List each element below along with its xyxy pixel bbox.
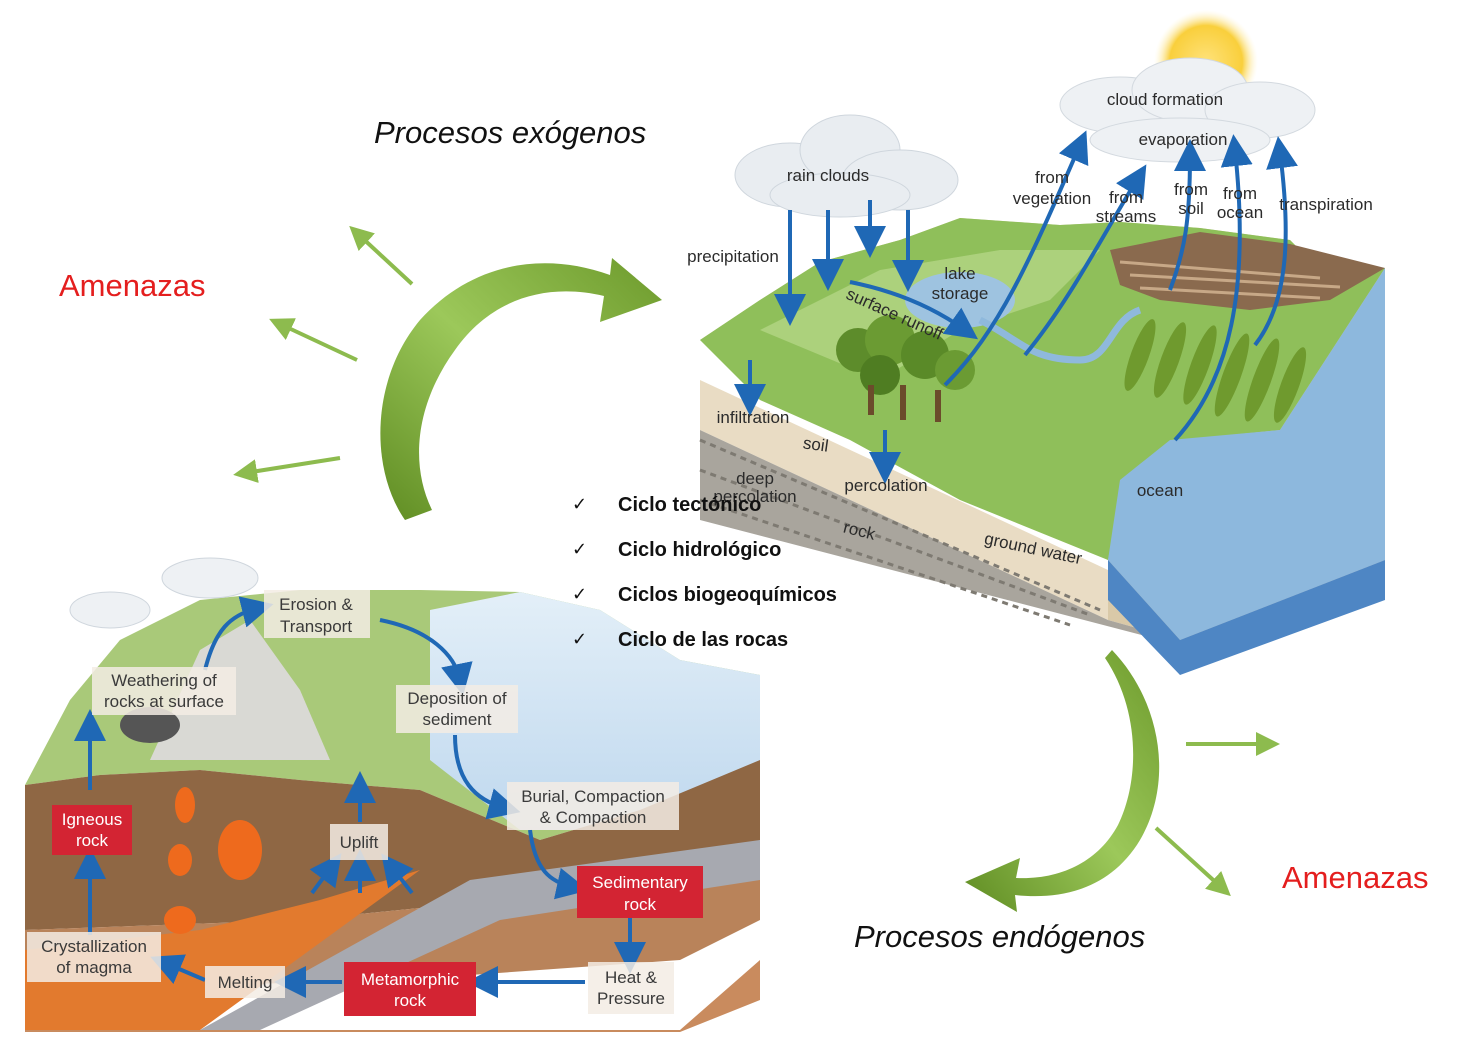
magma-chambers — [164, 787, 262, 934]
label-crystallization-2: of magma — [56, 958, 132, 977]
lake — [905, 272, 1015, 328]
label-deposition-2: sediment — [423, 710, 492, 729]
label-evaporation: evaporation — [1139, 130, 1228, 149]
label-deep-percolation-2: percolation — [713, 487, 796, 506]
label-metamorphic-1: Metamorphic — [361, 970, 460, 989]
label-igneous-2: rock — [76, 831, 109, 850]
label-heat-pressure-2: Pressure — [597, 989, 665, 1008]
label-burial-2: & Compaction — [540, 808, 647, 827]
threats-right: Amenazas — [1282, 860, 1429, 895]
threat-arrows-left — [233, 225, 414, 483]
label-precipitation: precipitation — [687, 247, 779, 266]
box-burial — [507, 782, 679, 830]
box-crystallization — [27, 932, 161, 982]
label-from-streams-2: streams — [1096, 207, 1156, 226]
ocean-front — [1108, 560, 1385, 675]
label-heat-pressure-1: Heat & — [605, 968, 658, 987]
checkmark-icon: ✓ — [572, 629, 588, 650]
label-percolation: percolation — [844, 476, 927, 495]
label-melting: Melting — [218, 973, 273, 992]
curved-arrow-exogenous — [380, 258, 662, 520]
threat-arrows-right — [1154, 732, 1280, 897]
label-from-ocean-2: ocean — [1217, 203, 1263, 222]
label-burial-1: Burial, Compaction — [521, 787, 665, 806]
checkmark-icon: ✓ — [572, 539, 588, 560]
label-soil: soil — [802, 433, 830, 455]
box-sedimentary — [577, 866, 703, 918]
label-deposition-1: Deposition of — [407, 689, 507, 708]
block-bottom — [25, 960, 760, 1032]
title-exogenous-processes: Procesos exógenos — [374, 115, 647, 150]
label-from-streams-1: from — [1109, 188, 1143, 207]
checkmark-icon: ✓ — [572, 584, 588, 605]
box-igneous — [52, 805, 132, 855]
threats-left: Amenazas — [59, 268, 206, 303]
box-melting — [205, 966, 285, 998]
rock-sea — [430, 592, 760, 830]
box-weathering — [92, 667, 236, 715]
label-deep-percolation-1: deep — [736, 469, 774, 488]
rock-clouds — [69, 557, 259, 629]
label-weathering-2: rocks at surface — [104, 692, 224, 711]
label-crystallization-1: Crystallization — [41, 937, 147, 956]
crop-rows — [1124, 319, 1307, 423]
label-weathering-1: Weathering of — [111, 671, 217, 690]
label-erosion-2: Transport — [280, 617, 352, 636]
label-from-soil-1: from — [1174, 180, 1208, 199]
label-igneous-1: Igneous — [62, 810, 123, 829]
label-ocean: ocean — [1137, 481, 1183, 500]
checklist-label: Ciclo hidrológico — [618, 539, 782, 561]
checklist-label: Ciclo tectónico — [618, 494, 762, 516]
magma-zone — [25, 870, 420, 1030]
label-transpiration: transpiration — [1279, 195, 1373, 214]
river — [978, 306, 1142, 364]
checklist-label: Ciclo de las rocas — [618, 629, 789, 651]
label-sedimentary-1: Sedimentary — [592, 873, 688, 892]
checklist-label: Ciclos biogeoquímicos — [618, 584, 837, 606]
rock-cycle-illustration: Erosion & Transport Weathering of rocks … — [25, 557, 760, 1032]
label-sedimentary-2: rock — [624, 895, 657, 914]
label-metamorphic-2: rock — [394, 991, 427, 1010]
formation-cloud — [1059, 57, 1316, 163]
label-lake-storage-2: storage — [932, 284, 989, 303]
rock-cycle-arrows — [74, 596, 646, 998]
rock-texture — [699, 438, 1101, 627]
label-uplift: Uplift — [340, 833, 379, 852]
soil-layer — [700, 380, 1108, 620]
precipitation-arrows — [734, 200, 979, 484]
label-from-soil-2: soil — [1178, 199, 1204, 218]
label-rain-clouds: rain clouds — [787, 166, 869, 185]
evaporation-arrows — [943, 130, 1298, 442]
rain-cloud — [734, 114, 959, 218]
curved-arrow-endogenous — [965, 650, 1160, 912]
checkmark-icon: ✓ — [572, 494, 588, 515]
label-from-ocean-1: from — [1223, 184, 1257, 203]
mountain-rock — [150, 620, 330, 760]
ash-plume — [120, 707, 180, 743]
label-erosion-1: Erosion & — [279, 595, 353, 614]
ocean-surface — [1108, 268, 1385, 640]
label-cloud-formation: cloud formation — [1107, 90, 1223, 109]
label-from-vegetation-2: vegetation — [1013, 189, 1091, 208]
label-infiltration: infiltration — [717, 408, 790, 427]
rock-layer — [700, 430, 1180, 645]
box-heat-pressure — [588, 962, 674, 1014]
box-erosion — [264, 590, 370, 638]
label-from-vegetation-1: from — [1035, 168, 1069, 187]
box-uplift — [330, 824, 388, 860]
box-deposition — [396, 685, 518, 733]
box-metamorphic — [344, 962, 476, 1016]
label-lake-storage-1: lake — [944, 264, 975, 283]
title-endogenous-processes: Procesos endógenos — [854, 919, 1146, 954]
forest — [836, 315, 975, 422]
water-cycle-illustration: cloud formation evaporation rain clouds … — [687, 10, 1385, 675]
